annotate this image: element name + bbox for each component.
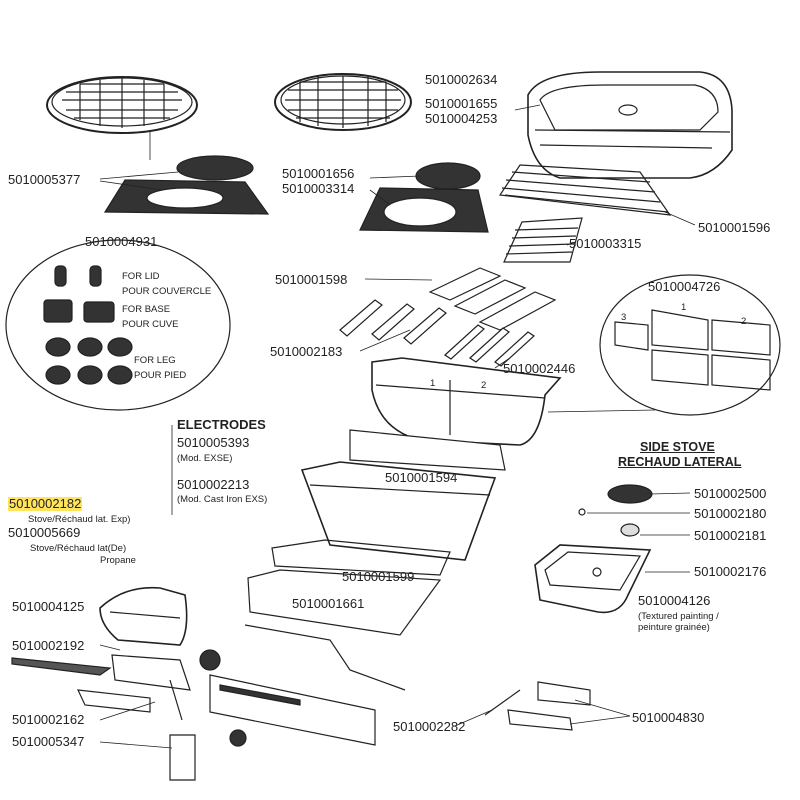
detail-number-2: 2 <box>741 316 747 327</box>
round-cooking-grate-left <box>46 76 198 134</box>
firebox-number-2: 2 <box>481 380 487 391</box>
detail-circle-hardware <box>5 239 231 411</box>
part-5010005669: 5010005669 <box>8 525 81 540</box>
stove-de-note: Stove/Réchaud lat(De) <box>30 543 127 554</box>
part-5010002282: 5010002282 <box>393 719 466 734</box>
lower-cabinet-parts <box>11 624 591 781</box>
part-5010002213: 5010002213 <box>177 477 250 492</box>
pour-cuve-label: POUR CUVE <box>122 319 179 330</box>
part-5010001594: 5010001594 <box>385 470 458 485</box>
part-5010002181: 5010002181 <box>694 528 767 543</box>
grill-cart-body <box>247 429 506 636</box>
part-5010004126: 5010004126 <box>638 593 711 608</box>
for-base-label: FOR BASE <box>122 304 171 315</box>
mod-cast-iron-note: (Mod. Cast Iron EXS) <box>177 494 268 505</box>
for-lid-label: FOR LID <box>122 271 160 282</box>
stove-exp-note: Stove/Réchaud lat. Exp) <box>28 514 131 525</box>
firebox <box>371 357 562 446</box>
part-5010004726: 5010004726 <box>648 279 721 294</box>
propane-note: Propane <box>100 555 136 566</box>
part-5010002183: 5010002183 <box>270 344 343 359</box>
part-5010002500: 5010002500 <box>694 486 767 501</box>
burner-tubes-right <box>444 324 535 367</box>
part-5010005377: 5010005377 <box>8 172 81 187</box>
part-5010005347: 5010005347 <box>12 734 85 749</box>
firebox-number-1: 1 <box>430 378 436 389</box>
part-5010004931: 5010004931 <box>85 234 158 249</box>
rechaud-lateral-heading: RECHAUD LATERAL <box>618 455 742 469</box>
part-5010003315: 5010003315 <box>569 236 642 251</box>
pour-couvercle-label: POUR COUVERCLE <box>122 286 212 297</box>
leader-lines <box>99 104 696 749</box>
for-leg-label: FOR LEG <box>134 355 176 366</box>
part-5010002192: 5010002192 <box>12 638 85 653</box>
textured-note-1: (Textured painting / <box>638 611 719 622</box>
small-grate <box>503 217 583 263</box>
part-5010001655: 5010001655 <box>425 96 498 111</box>
part-5010002176: 5010002176 <box>694 564 767 579</box>
part-5010002180: 5010002180 <box>694 506 767 521</box>
grid-insert-left <box>176 155 254 181</box>
part-5010001599: 5010001599 <box>342 569 415 584</box>
flame-tamers <box>428 267 557 331</box>
pour-pied-label: POUR PIED <box>134 370 187 381</box>
burners-left <box>339 299 447 345</box>
part-5010004830: 5010004830 <box>632 710 705 725</box>
part-5010003314: 5010003314 <box>282 181 355 196</box>
part-5010002162: 5010002162 <box>12 712 85 727</box>
part-5010001596: 5010001596 <box>698 220 771 235</box>
part-5010004253: 5010004253 <box>425 111 498 126</box>
part-5010001656: 5010001656 <box>282 166 355 181</box>
part-5010002634: 5010002634 <box>425 72 498 87</box>
mod-exse-note: (Mod. EXSE) <box>177 453 233 464</box>
side-stove <box>534 484 653 614</box>
grill-lid <box>527 71 733 179</box>
part-5010001661: 5010001661 <box>292 596 365 611</box>
part-5010005393: 5010005393 <box>177 435 250 450</box>
textured-note-2: peinture grainée) <box>638 622 710 633</box>
part-5010002182: 5010002182 <box>8 496 83 511</box>
detail-number-3: 3 <box>621 312 627 323</box>
warming-rack <box>498 164 672 216</box>
electrodes-heading: ELECTRODES <box>177 417 266 432</box>
part-5010001598: 5010001598 <box>275 272 348 287</box>
part-5010004125: 5010004125 <box>12 599 85 614</box>
detail-circle-firebox <box>599 274 781 416</box>
part-5010002446: 5010002446 <box>503 361 576 376</box>
side-stove-heading: SIDE STOVE <box>640 440 715 454</box>
detail-number-1: 1 <box>681 302 687 313</box>
side-shelf-left <box>99 586 188 646</box>
grid-insert-middle <box>415 162 481 190</box>
round-cooking-grate-middle <box>274 73 412 131</box>
